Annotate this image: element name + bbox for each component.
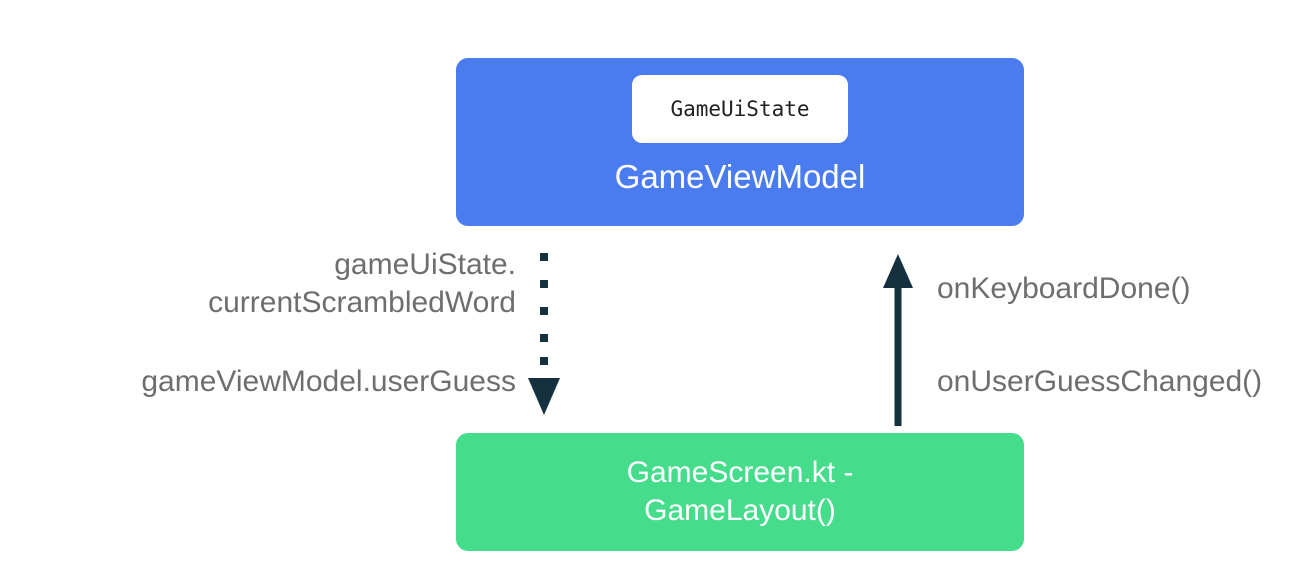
game-ui-state-chip: GameUiState xyxy=(632,75,848,143)
viewmodel-node: GameUiState GameViewModel xyxy=(456,58,1024,226)
state-flow-down-arrow-icon xyxy=(528,253,560,415)
event-flow-up-arrow-icon xyxy=(883,254,913,426)
gamescreen-node-title: GameScreen.kt - GameLayout() xyxy=(626,456,854,527)
viewmodel-node-title: GameViewModel xyxy=(614,158,866,195)
gamescreen-node: GameScreen.kt - GameLayout() xyxy=(456,433,1024,551)
edge-label-game-ui-state: gameUiState. currentScrambledWord xyxy=(208,248,516,319)
edge-label-on-keyboard-done: onKeyboardDone() xyxy=(937,272,1191,305)
edge-label-on-user-guess-changed: onUserGuessChanged() xyxy=(937,365,1263,398)
edge-label-user-guess: gameViewModel.userGuess xyxy=(141,365,516,398)
